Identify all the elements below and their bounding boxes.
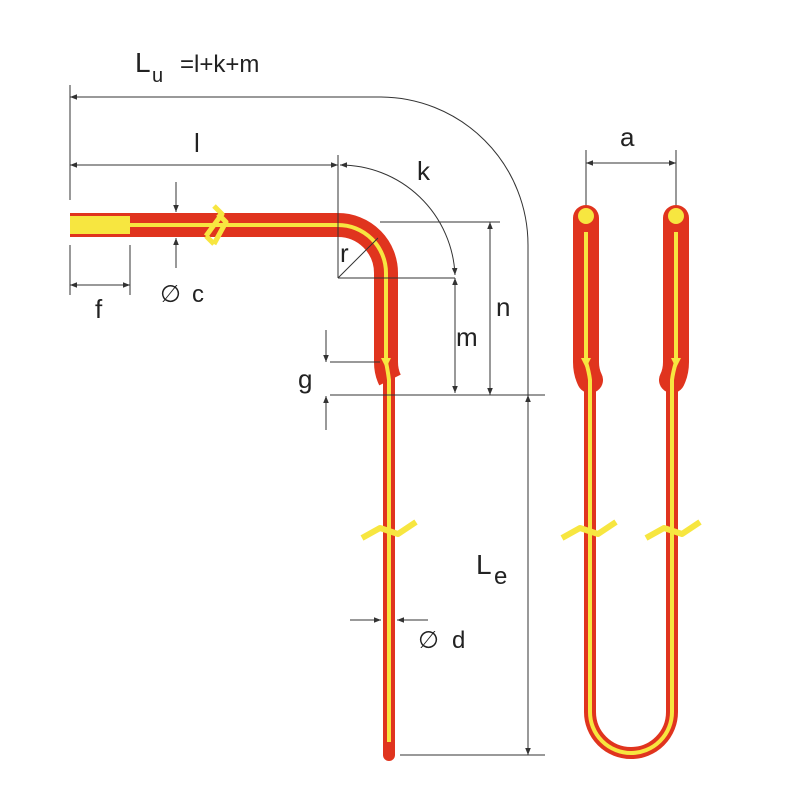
label-lu-sub: u — [152, 65, 163, 87]
diameter-c-icon: ∅ — [160, 281, 181, 308]
flow-arrow-icon — [671, 358, 681, 368]
l-shaped-element — [70, 204, 418, 761]
k-arc — [339, 162, 458, 276]
label-f: f — [95, 294, 103, 324]
label-le-sub: e — [494, 563, 507, 590]
label-n: n — [496, 292, 510, 322]
break-symbol-icon — [203, 204, 229, 246]
label-le-main: L — [476, 549, 492, 580]
label-g: g — [298, 364, 312, 394]
u-shaped-element — [560, 205, 702, 759]
break-symbol-icon — [360, 519, 418, 541]
dimension-lines — [69, 85, 677, 756]
label-k: k — [417, 156, 431, 186]
label-c: c — [192, 281, 204, 308]
terminal-cap-left — [578, 208, 594, 224]
dimension-labels: L u =l+k+m l k r n m g f ∅ c L e ∅ d a — [95, 47, 635, 654]
u-core-line — [584, 232, 678, 755]
label-a: a — [620, 122, 635, 152]
label-lu-main: L — [135, 47, 151, 78]
flow-arrow-icon — [581, 358, 591, 368]
label-d: d — [452, 627, 465, 654]
label-m: m — [456, 322, 478, 352]
break-symbol-icon — [644, 519, 702, 541]
break-symbol-icon — [560, 519, 618, 541]
label-lu-formula: =l+k+m — [180, 51, 259, 78]
diameter-d-icon: ∅ — [418, 627, 439, 654]
terminal-cap-right — [668, 208, 684, 224]
lu-dimension-line — [70, 94, 529, 395]
u-rod-hot-zone — [584, 378, 678, 759]
terminal-end — [70, 216, 130, 234]
label-l: l — [194, 128, 200, 158]
flow-arrow-icon — [381, 358, 391, 368]
label-r: r — [340, 238, 349, 268]
